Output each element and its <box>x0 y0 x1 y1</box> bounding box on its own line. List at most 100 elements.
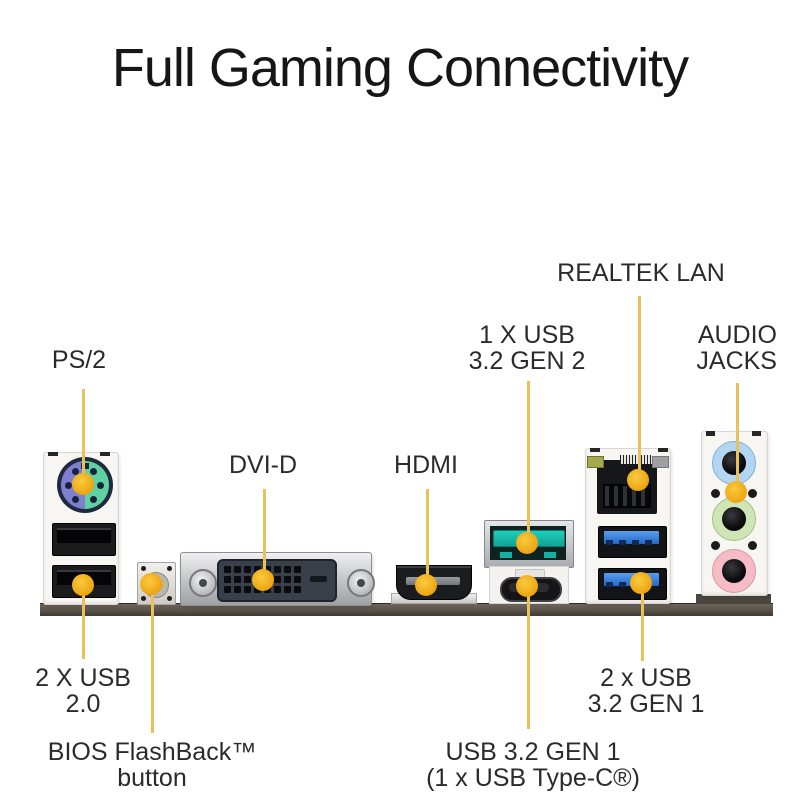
dvi-screw-post <box>347 569 375 597</box>
dvi-pin <box>274 566 281 573</box>
screw-hole <box>199 579 207 587</box>
leader-dot-typec <box>516 575 538 597</box>
leader-line-typec <box>527 590 530 729</box>
label-audio-line1: AUDIO <box>697 321 777 349</box>
label-usb-gen1-line2: 3.2 GEN 1 <box>587 690 705 718</box>
jack-hole <box>722 451 746 475</box>
button-screw-dot <box>141 596 146 601</box>
jack-hole <box>722 507 746 531</box>
leader-line-usb20 <box>82 589 85 659</box>
jack-hole <box>722 559 746 583</box>
ps2-pin-hole <box>72 468 79 475</box>
leader-line-lan <box>638 296 641 475</box>
button-screw-dot <box>167 596 172 601</box>
usb2-slot <box>57 528 111 543</box>
dvi-pin <box>274 576 281 583</box>
button-screw-dot <box>167 566 172 571</box>
housing-tab <box>590 448 600 452</box>
housing-tab <box>48 452 58 456</box>
label-hdmi: HDMI <box>394 451 458 479</box>
leader-dot-hdmi <box>415 574 437 596</box>
audio-panel-dot <box>748 489 757 498</box>
ps2-pin-hole <box>90 496 97 503</box>
page-title: Full Gaming Connectivity <box>111 38 689 99</box>
usb-gen1-port-top <box>598 526 667 558</box>
dvi-screw-post <box>189 569 217 597</box>
ps2-key-notch <box>81 463 89 469</box>
label-usb20: 2 X USB 2.0 <box>35 664 131 718</box>
dvi-pin <box>234 576 241 583</box>
label-audio: AUDIO JACKS <box>627 322 777 374</box>
leader-line-usb-gen1 <box>641 587 644 661</box>
dvi-pin <box>284 576 291 583</box>
leader-dot-lan <box>627 469 649 491</box>
housing-tab <box>100 452 110 456</box>
label-bios-line1: BIOS FlashBack™ <box>47 738 257 766</box>
dvi-pin <box>244 586 251 593</box>
lan-barcode-label <box>620 455 652 464</box>
leader-line-usb-gen2 <box>527 381 530 538</box>
leader-dot-bios <box>140 573 162 595</box>
label-bios: BIOS FlashBack™ button <box>32 739 272 791</box>
label-typec-line1: USB 3.2 GEN 1 <box>445 738 621 766</box>
audio-panel-dot <box>711 541 720 550</box>
label-usb-gen1-line1: 2 x USB <box>600 664 692 692</box>
dvi-pin <box>234 566 241 573</box>
dvi-pin <box>224 566 231 573</box>
leader-line-audio <box>736 383 739 487</box>
label-usb-gen2-line2: 3.2 GEN 2 <box>468 347 586 375</box>
ps2-pin-hole <box>90 468 97 475</box>
ps2-pin-hole <box>72 496 79 503</box>
dvi-pin <box>284 586 291 593</box>
dvi-pin <box>274 586 281 593</box>
dvi-pin <box>294 586 301 593</box>
audio-jack-mic <box>712 549 756 593</box>
leader-line-hdmi <box>426 489 429 581</box>
dvi-pin <box>244 566 251 573</box>
dvi-pin <box>224 586 231 593</box>
label-audio-line2: JACKS <box>696 347 777 375</box>
leader-dot-usb-gen1 <box>630 572 652 594</box>
leader-dot-usb-gen2 <box>516 532 538 554</box>
dvi-blade-slot <box>310 576 327 582</box>
usb2-port-top <box>52 523 116 556</box>
audio-jack-line-out <box>712 497 756 541</box>
leader-line-bios <box>151 589 154 733</box>
leader-dot-ps2 <box>72 473 94 495</box>
dvi-pin <box>234 586 241 593</box>
dvi-pin <box>294 576 301 583</box>
housing-tab <box>752 431 761 436</box>
lan-led-left <box>587 456 604 468</box>
housing-tab <box>706 431 715 436</box>
usb-gen2-contact <box>544 552 556 558</box>
dvi-pin <box>284 566 291 573</box>
dvi-pin <box>244 576 251 583</box>
ps2-pin-hole <box>97 482 104 489</box>
leader-line-ps2 <box>82 389 85 479</box>
label-lan: REALTEK LAN <box>557 259 725 287</box>
label-bios-line2: button <box>117 764 187 792</box>
dvi-pin <box>294 566 301 573</box>
leader-dot-audio <box>725 481 747 503</box>
label-ps2: PS/2 <box>51 346 107 374</box>
audio-panel-dot <box>711 489 720 498</box>
dvi-pin <box>224 576 231 583</box>
ps2-pin-hole <box>65 482 72 489</box>
screw-hole <box>357 579 365 587</box>
label-typec-line2: (1 x USB Type-C®) <box>426 764 640 792</box>
label-usb-gen1: 2 x USB 3.2 GEN 1 <box>566 665 726 717</box>
usb-gen1-tongue <box>604 531 659 545</box>
audio-jack-line-in <box>712 441 756 485</box>
label-usb-gen2: 1 X USB 3.2 GEN 2 <box>446 322 608 374</box>
leader-dot-dvid <box>252 569 274 591</box>
label-dvid: DVI-D <box>228 451 298 479</box>
lan-contact-teeth <box>605 486 649 506</box>
leader-line-dvid <box>263 489 266 575</box>
leader-dot-usb20 <box>72 574 94 596</box>
button-screw-dot <box>141 566 146 571</box>
usb-gen2-contact <box>500 552 512 558</box>
audio-panel-dot <box>748 541 757 550</box>
label-usb-gen2-line1: 1 X USB <box>479 321 575 349</box>
label-typec: USB 3.2 GEN 1 (1 x USB Type-C®) <box>403 739 663 791</box>
